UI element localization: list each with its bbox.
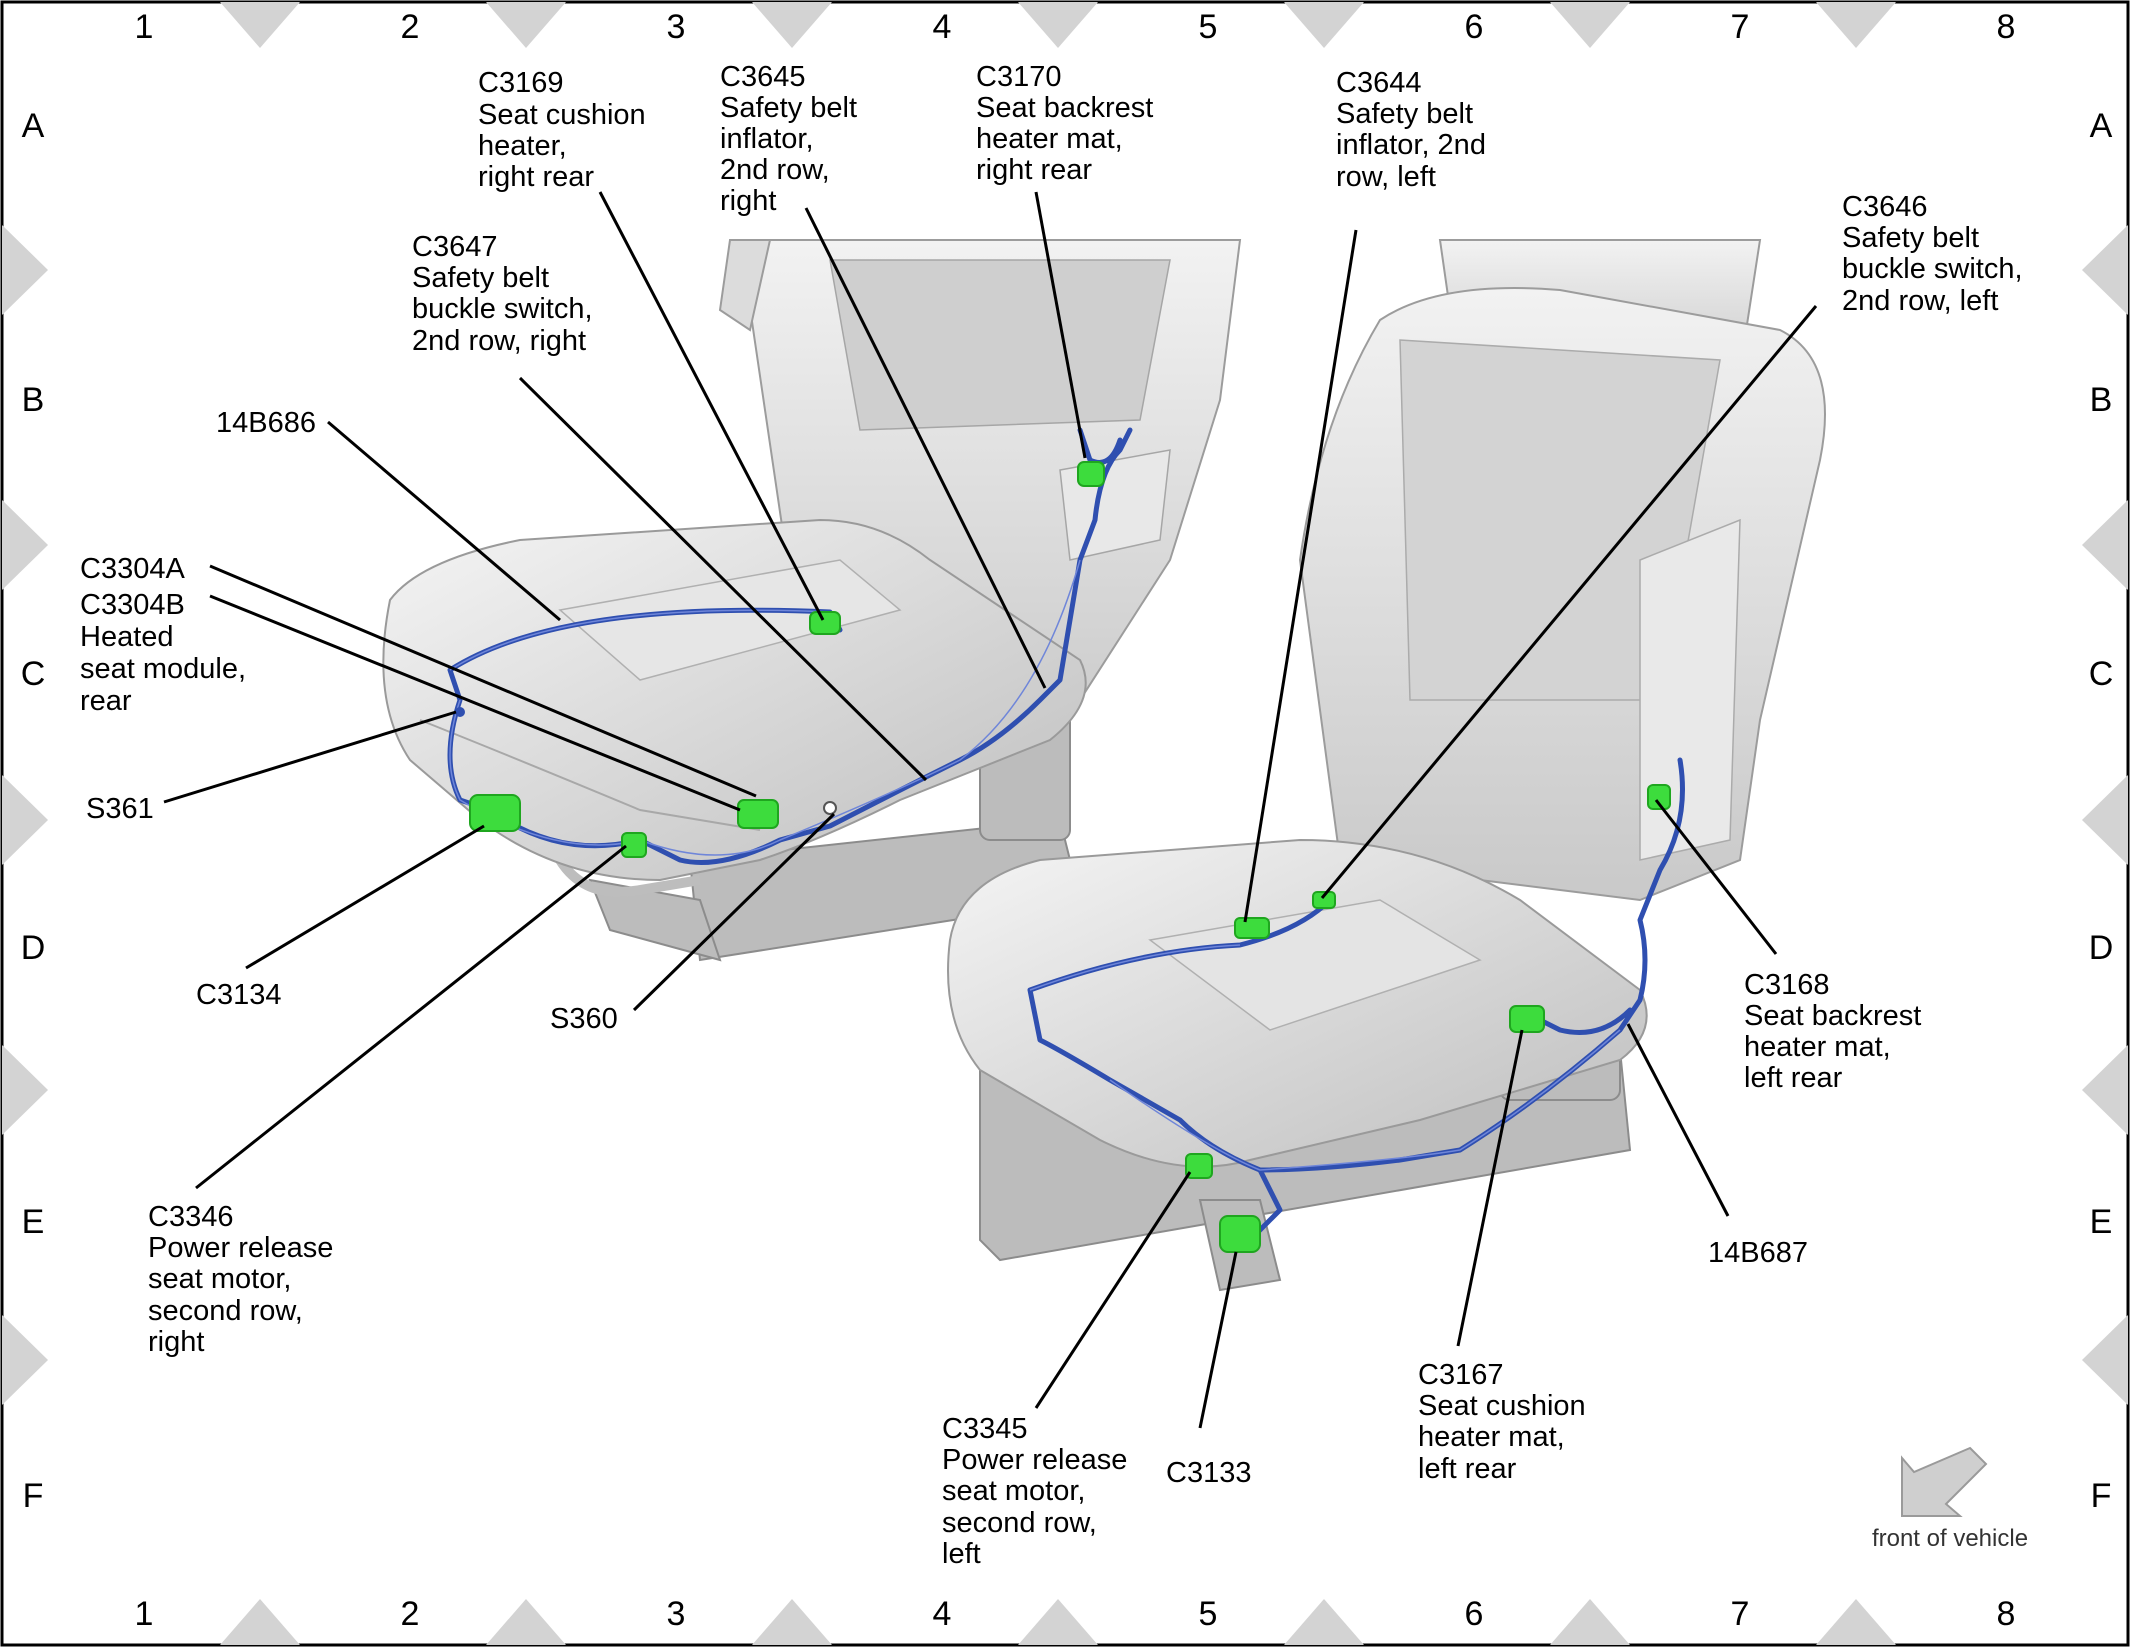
- label-14b687: 14B687: [1708, 1237, 1808, 1269]
- grid-column-labels-bottom: 1 2 3 4 5 6 7 8: [135, 1595, 2016, 1633]
- label-s361: S361: [86, 793, 154, 825]
- grid-col-6-top: 6: [1465, 8, 1484, 46]
- grid-col-3-bottom: 3: [667, 1595, 686, 1633]
- grid-col-6-bottom: 6: [1465, 1595, 1484, 1633]
- connector-c3133: [1219, 1215, 1261, 1253]
- leader-lines: [163, 191, 1818, 1429]
- grid-col-7-bottom: 7: [1731, 1595, 1750, 1633]
- grid-col-4-top: 4: [933, 8, 952, 46]
- grid-col-8-bottom: 8: [1997, 1595, 2016, 1633]
- grid-row-d-right: D: [2089, 929, 2114, 967]
- connector-c3134: [469, 794, 521, 832]
- label-c3647: C3647 Safety belt buckle switch, 2nd row…: [412, 231, 601, 357]
- grid-col-1-bottom: 1: [135, 1595, 154, 1633]
- connector-c3168: [1647, 784, 1671, 810]
- seat-left: [947, 239, 1826, 1292]
- label-c3134: C3134: [196, 979, 281, 1011]
- grid-row-c-left: C: [21, 655, 46, 693]
- grid-row-c-right: C: [2089, 655, 2114, 693]
- grid-col-3-top: 3: [667, 8, 686, 46]
- grid-column-labels-top: 1 2 3 4 5 6 7 8: [135, 8, 2016, 46]
- grid-col-2-bottom: 2: [401, 1595, 420, 1633]
- grid-col-7-top: 7: [1731, 8, 1750, 46]
- seat-right: [382, 239, 1242, 962]
- grid-row-f-right: F: [2091, 1477, 2112, 1515]
- grid-row-b-right: B: [2090, 381, 2113, 419]
- grid-col-5-bottom: 5: [1199, 1595, 1218, 1633]
- label-c3133: C3133: [1166, 1457, 1251, 1489]
- label-c3645: C3645 Safety belt inflator, 2nd row, rig…: [720, 61, 865, 217]
- grid-row-b-left: B: [22, 381, 45, 419]
- grid-row-a-left: A: [22, 107, 45, 145]
- grid-row-e-right: E: [2090, 1203, 2113, 1241]
- grid-row-d-left: D: [21, 929, 46, 967]
- grid-col-2-top: 2: [401, 8, 420, 46]
- connector-c3169: [809, 611, 841, 635]
- connector-c3644: [1234, 917, 1270, 939]
- harness-14b687: [1027, 757, 1685, 1243]
- grid-col-4-bottom: 4: [933, 1595, 952, 1633]
- label-c3168: C3168 Seat backrest heater mat, left rea…: [1744, 969, 1929, 1094]
- connector-c3170: [1077, 461, 1105, 487]
- front-of-vehicle-label: front of vehicle: [1872, 1525, 2028, 1552]
- label-c3646: C3646 Safety belt buckle switch, 2nd row…: [1842, 191, 2031, 317]
- connector-c3646: [1312, 891, 1336, 909]
- grid-row-a-right: A: [2090, 107, 2113, 145]
- splice-s360: [823, 801, 837, 815]
- label-c3644: C3644 Safety belt inflator, 2nd row, lef…: [1336, 67, 1494, 193]
- label-c3304: C3304A C3304B Heated seat module, rear: [80, 553, 254, 717]
- label-14b686: 14B686: [216, 407, 316, 439]
- grid-row-f-left: F: [23, 1477, 44, 1515]
- connector-c3346: [621, 832, 647, 858]
- grid-row-labels-right: A B C D E F: [2089, 107, 2114, 1515]
- grid-row-labels-left: A B C D E F: [21, 107, 46, 1515]
- grid-row-e-left: E: [22, 1203, 45, 1241]
- connector-c3167: [1509, 1005, 1545, 1033]
- label-s360: S360: [550, 1003, 618, 1035]
- label-c3345: C3345 Power release seat motor, second r…: [942, 1413, 1135, 1570]
- splice-s361: [455, 707, 465, 717]
- grid-col-5-top: 5: [1199, 8, 1218, 46]
- front-arrow-icon: [1901, 1446, 1988, 1517]
- label-c3346: C3346 Power release seat motor, second r…: [148, 1201, 341, 1358]
- connector-c3345: [1185, 1153, 1213, 1179]
- connectors: [455, 461, 1671, 1253]
- front-of-vehicle-indicator: front of vehicle: [1872, 1446, 2028, 1552]
- connector-c3304: [737, 799, 779, 829]
- grid-col-1-top: 1: [135, 8, 154, 46]
- grid-col-8-top: 8: [1997, 8, 2016, 46]
- label-c3167: C3167 Seat cushion heater mat, left rear: [1418, 1359, 1594, 1485]
- label-c3170: C3170 Seat backrest heater mat, right re…: [976, 61, 1161, 186]
- label-c3169: C3169 Seat cushion heater, right rear: [478, 67, 654, 193]
